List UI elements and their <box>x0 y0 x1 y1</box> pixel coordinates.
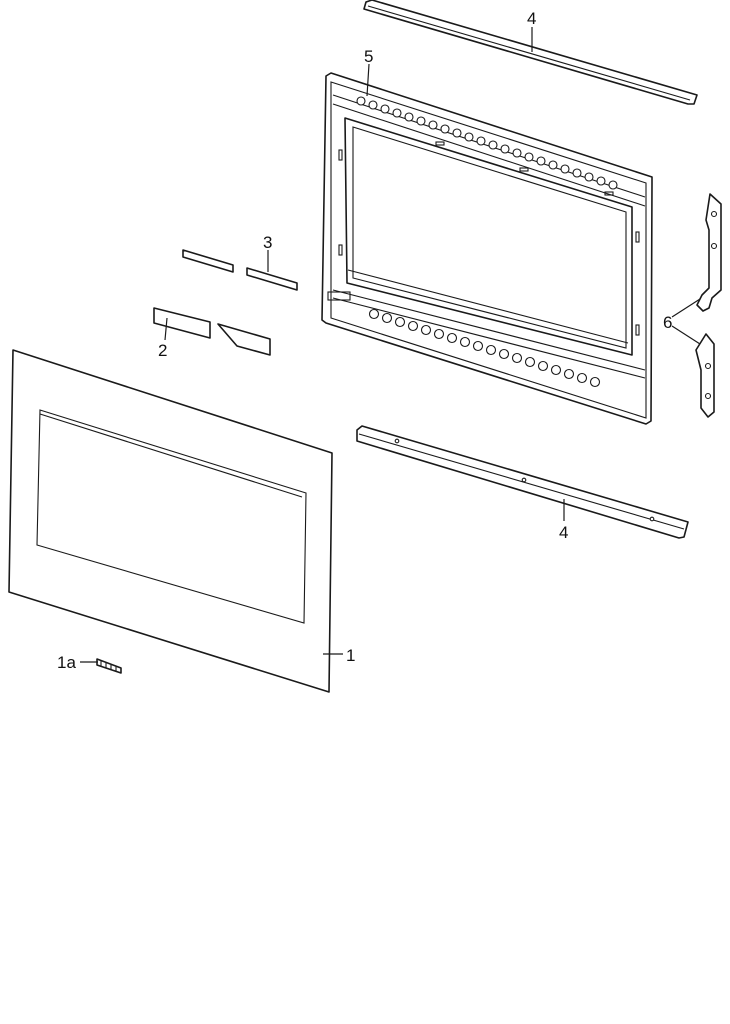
callout-glass-shim: 2 <box>158 341 167 360</box>
inner-door-frame <box>321 72 653 425</box>
callout-top-trim: 4 <box>527 9 536 28</box>
callout-hinge: 6 <box>663 313 672 332</box>
callout-outer-panel: 1 <box>346 646 355 665</box>
frame-bottom-holes <box>368 308 601 388</box>
callout-badge: 1a <box>57 653 76 672</box>
callout-labels: 4 5 3 2 1 1a 4 6 <box>57 9 672 672</box>
spacer-strip-pair <box>182 249 298 291</box>
frame-side-slots <box>338 141 640 336</box>
badge-emblem <box>96 658 122 674</box>
callout-spacer-strip: 3 <box>263 233 272 252</box>
callout-door-frame: 5 <box>364 47 373 66</box>
hinge-assembly <box>671 193 722 418</box>
bottom-trim-channel <box>356 425 689 539</box>
leader-lines <box>80 27 565 663</box>
frame-top-holes <box>356 96 618 190</box>
glass-shim-pair <box>153 307 271 356</box>
top-trim-strip <box>363 0 698 105</box>
callout-bottom-trim: 4 <box>559 523 568 542</box>
outer-door-panel <box>8 349 333 693</box>
